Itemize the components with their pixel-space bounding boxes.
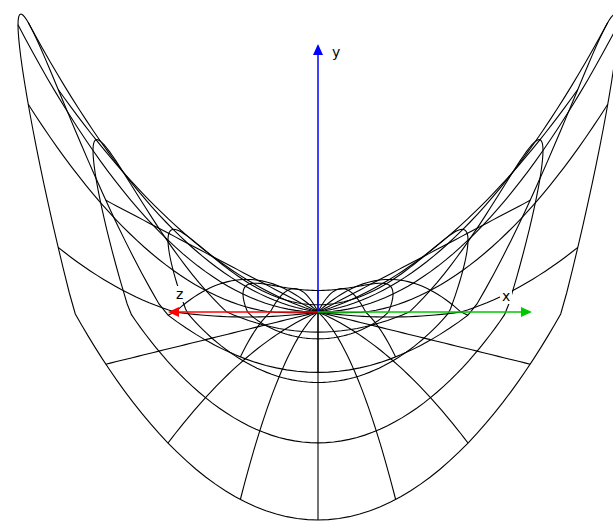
axis-label: x [500, 288, 512, 304]
mesh-line [240, 289, 318, 357]
arrow-head [521, 307, 532, 317]
z-axis [179, 311, 318, 313]
arrow-head [313, 44, 323, 55]
arrow-head [168, 307, 179, 317]
mesh-line [240, 312, 318, 500]
coordinate-axes [168, 44, 532, 317]
axis-label: z [174, 286, 185, 302]
mesh-line [18, 14, 613, 520]
mesh-line [318, 312, 396, 500]
axis-label: y [330, 44, 342, 60]
mesh-line [28, 104, 318, 313]
mesh-line [318, 104, 608, 313]
saddle-wireframe [18, 14, 613, 520]
x-axis [318, 311, 521, 313]
mesh-line [318, 89, 578, 312]
mesh-line [318, 25, 613, 312]
mesh-line [58, 89, 318, 312]
mesh-line [318, 289, 396, 357]
mesh-line [318, 247, 578, 317]
y-axis [317, 55, 319, 312]
